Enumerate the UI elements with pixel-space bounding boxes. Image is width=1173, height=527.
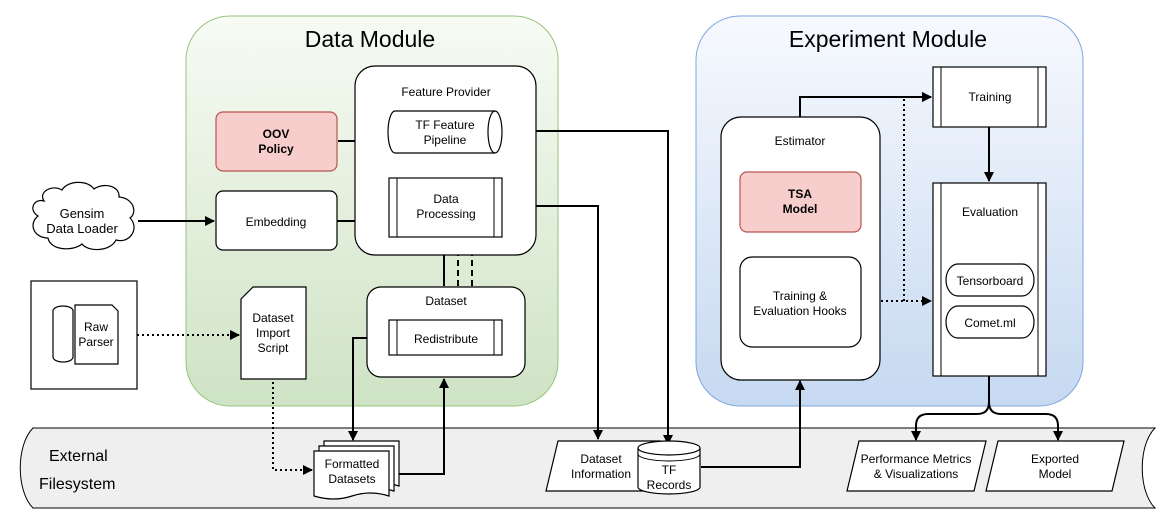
cloud-shape xyxy=(32,181,135,251)
performance-metrics-label: Performance Metrics xyxy=(861,452,972,466)
redistribute-label: Redistribute xyxy=(414,332,478,346)
embedding-node: Embedding xyxy=(215,190,338,251)
oov-policy-label: Policy xyxy=(258,142,294,156)
tsa-model-label: Model xyxy=(783,202,818,216)
exported-model-label: Exported xyxy=(1031,452,1079,466)
redistribute-node: Redistribute xyxy=(388,319,503,356)
exported-model-label: Model xyxy=(1039,467,1072,481)
dataset-information-label: Information xyxy=(571,467,631,481)
raw-parser-node: Raw Parser xyxy=(30,280,138,390)
training-node: Training xyxy=(932,66,1047,128)
training-evaluation-hooks-node: Training & Evaluation Hooks xyxy=(739,256,862,348)
comet-ml-node: Comet.ml xyxy=(945,305,1035,339)
raw-parser-label: Parser xyxy=(78,335,113,349)
oov-policy-label: OOV xyxy=(263,127,290,141)
gensim-label: Gensim xyxy=(60,206,105,221)
gensim-data-loader-node: Gensim Data Loader xyxy=(32,181,135,251)
tensorboard-label: Tensorboard xyxy=(957,274,1024,288)
tsa-model-node: TSA Model xyxy=(739,171,862,233)
raw-parser-frame xyxy=(30,280,138,390)
external-filesystem-label: External xyxy=(49,448,108,465)
exported-model-node: Exported Model xyxy=(985,440,1125,492)
formatted-datasets-label: Datasets xyxy=(328,472,375,486)
dataset-import-script-node: Dataset Import Script xyxy=(240,286,307,380)
tf-feature-pipeline-label: TF Feature xyxy=(415,118,475,132)
raw-parser-label: Raw xyxy=(84,320,108,334)
data-module-title: Data Module xyxy=(305,26,435,52)
experiment-module-title: Experiment Module xyxy=(789,26,987,52)
comet-ml-label: Comet.ml xyxy=(964,316,1015,330)
raw-parser-doc xyxy=(74,304,119,365)
dataset-import-script-label: Dataset xyxy=(252,311,294,325)
performance-metrics-node: Performance Metrics & Visualizations xyxy=(846,440,987,492)
formatted-datasets-label: Formatted xyxy=(325,457,380,471)
gensim-label: Data Loader xyxy=(46,221,118,236)
dataset-label: Dataset xyxy=(425,294,467,308)
estimator-label: Estimator xyxy=(775,134,826,148)
external-filesystem-label: Filesystem xyxy=(39,476,115,493)
data-processing-node: Data Processing xyxy=(388,177,503,238)
training-label: Training xyxy=(969,90,1012,104)
embedding-label: Embedding xyxy=(246,215,307,229)
formatted-datasets-node: Formatted Datasets xyxy=(313,440,400,500)
tf-records-node: TF Records xyxy=(637,440,701,495)
performance-metrics-label: & Visualizations xyxy=(874,467,959,481)
feature-provider-label: Feature Provider xyxy=(401,85,490,99)
tf-feature-pipeline-node: TF Feature Pipeline xyxy=(387,110,503,154)
training-hooks-label: Evaluation Hooks xyxy=(753,304,846,318)
data-processing-label: Processing xyxy=(416,207,475,221)
dataset-import-script-label: Script xyxy=(258,341,289,355)
tensorboard-node: Tensorboard xyxy=(945,263,1035,297)
tf-feature-pipeline-label: Pipeline xyxy=(424,133,467,147)
evaluation-label: Evaluation xyxy=(962,205,1018,219)
training-hooks-label: Training & xyxy=(773,289,827,303)
tf-records-label: Records xyxy=(647,478,692,492)
tsa-model-label: TSA xyxy=(788,187,812,201)
dataset-information-node: Dataset Information xyxy=(545,440,661,492)
dataset-information-label: Dataset xyxy=(580,452,622,466)
data-processing-label: Data xyxy=(433,192,459,206)
tf-records-label: TF xyxy=(662,463,677,477)
dataset-import-script-label: Import xyxy=(256,326,291,340)
raw-parser-cylinder xyxy=(52,305,74,363)
oov-policy-node: OOV Policy xyxy=(215,111,338,172)
